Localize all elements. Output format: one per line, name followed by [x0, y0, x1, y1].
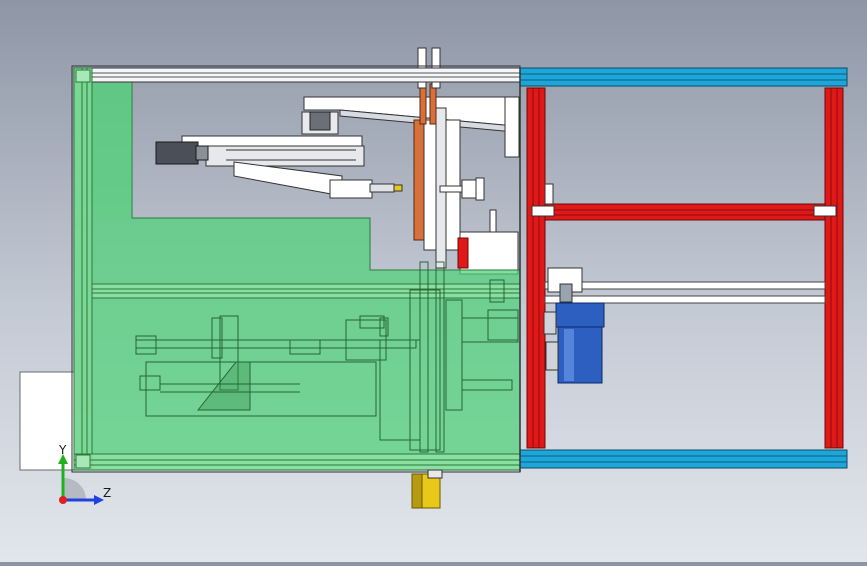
- aluminum-frame[interactable]: [519, 67, 848, 469]
- drive-motor[interactable]: [543, 267, 605, 384]
- lower-mechanism[interactable]: [135, 261, 519, 453]
- coordinate-triad-icon: Y Z: [58, 443, 111, 505]
- triad-y-label: Y: [58, 443, 67, 457]
- indexing-wheel-assembly[interactable]: [413, 83, 519, 275]
- triad-z-label: Z: [103, 486, 111, 500]
- yellow-sensor[interactable]: [411, 469, 443, 509]
- safety-guard[interactable]: [71, 65, 521, 473]
- upper-mechanism[interactable]: [155, 96, 520, 199]
- side-panel-block: [19, 371, 75, 471]
